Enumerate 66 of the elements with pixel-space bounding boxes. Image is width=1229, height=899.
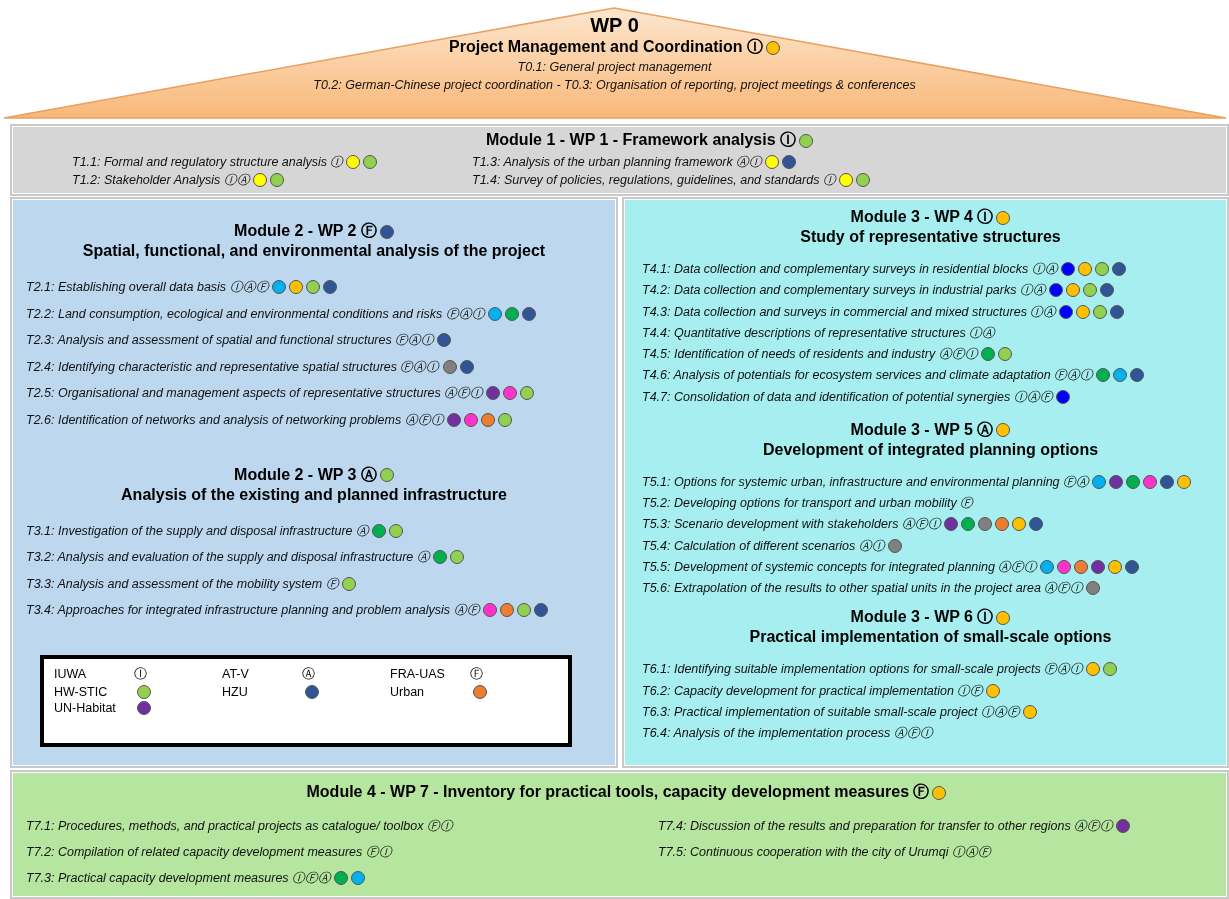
task-text: T5.2: Developing options for transport and urban mobility Ⓕ — [642, 495, 974, 513]
task-text: T5.3: Scenario development with stakeholders ⒶⒻⒾ — [642, 516, 941, 534]
task-text: T1.2: Stakeholder Analysis ⒾⒶ — [72, 172, 250, 189]
task-text: T3.3: Analysis and assessment of the mobility system Ⓕ — [26, 575, 339, 593]
module-title: Module 3 - WP 6 Ⓘ — [850, 607, 994, 628]
legend-label: Urban — [390, 685, 426, 699]
task-text: T2.1: Establishing overall data basis ⒾⒶⒻ — [26, 279, 269, 296]
task-text: T4.5: Identification of needs of residents and industry ⒶⒻⒾ — [642, 346, 978, 364]
task-text: T6.2: Capacity development for practical implementation ⒾⒻ — [642, 682, 984, 700]
task-text: T5.4: Calculation of different scenarios ⒶⒾ — [642, 537, 885, 555]
legend-label: HW-STIC — [54, 685, 109, 699]
task-text: T3.1: Investigation of the supply and disposal infrastructure Ⓐ — [26, 522, 370, 540]
module-panel — [10, 124, 1229, 196]
legend-label: IUWA — [54, 667, 88, 681]
legend-label: AT-V — [222, 667, 250, 681]
task-text: T1.3: Analysis of the urban planning framework ⒶⒾ — [472, 154, 763, 171]
task-text: T6.3: Practical implementation of suitable small-scale project ⒾⒶⒻ — [642, 703, 1021, 721]
partner-letter: Ⓕ — [470, 665, 483, 683]
task-text: T7.2: Compilation of related capacity development measures ⒻⒾ — [26, 844, 392, 861]
task-text: T2.5: Organisational and management aspects of representative structures ⒶⒻⒾ — [26, 385, 484, 402]
module-title: Module 4 - WP 7 - Inventory for practical tools, capacity development measures Ⓕ — [306, 782, 930, 802]
module-title: Module 1 - WP 1 - Framework analysis Ⓘ — [486, 130, 796, 150]
task-text: T3.2: Analysis and evaluation of the supply and disposal infrastructure Ⓐ — [26, 549, 430, 566]
module-panel — [622, 197, 1229, 768]
module-title: Module 3 - WP 4 Ⓘ — [850, 207, 994, 227]
module-title: Module 2 - WP 3 Ⓐ — [234, 464, 377, 485]
module-title: Module 3 - WP 5 Ⓐ — [850, 419, 994, 440]
legend-label: FRA-UAS — [390, 667, 446, 681]
legend-label: UN-Habitat — [54, 701, 117, 715]
task-text: T6.1: Identifying suitable implementation options for small-scale projects ⒻⒶⒾ — [642, 661, 1084, 679]
task-text: T1.4: Survey of policies, regulations, guidelines, and standards Ⓘ — [472, 172, 836, 189]
task-text: T7.5: Continuous cooperation with the city of Urumqi ⒾⒶⒻ — [658, 844, 991, 861]
module-panel — [10, 197, 618, 768]
task-text: T4.4: Quantitative descriptions of representative structures ⒾⒶ — [642, 324, 996, 342]
task-text: T2.2: Land consumption, ecological and environmental conditions and risks ⒻⒶⒾ — [26, 305, 485, 323]
task-text: T7.1: Procedures, methods, and practical projects as catalogue/ toolbox ⒻⒾ — [26, 818, 453, 835]
module-title: Study of representative structures — [800, 228, 1061, 246]
work-package-title: WP 0 — [590, 14, 639, 37]
task-text: T4.2: Data collection and complementary surveys in industrial parks ⒾⒶ — [642, 282, 1046, 300]
task-text: T5.6: Extrapolation of the results to other spatial units in the project area ⒶⒻⒾ — [642, 580, 1084, 598]
module-title: Analysis of the existing and planned infrastructure — [121, 485, 507, 504]
task-text: T4.7: Consolidation of data and identification of potential synergies ⒾⒶⒻ — [642, 388, 1053, 406]
module-title: Project Management and Coordination Ⓘ — [449, 37, 763, 57]
task-text: T4.6: Analysis of potentials for ecosystem services and climate adaptation ⒻⒶⒾ — [642, 367, 1094, 385]
task-text: T6.4: Analysis of the implementation process ⒶⒻⒾ — [642, 725, 933, 743]
module-panel — [10, 770, 1229, 899]
partner-letter: Ⓘ — [134, 665, 147, 683]
task-text: T7.3: Practical capacity development measures ⒾⒻⒶ — [26, 870, 332, 887]
task-text: T2.3: Analysis and assessment of spatial and functional structures ⒻⒶⒾ — [26, 332, 435, 349]
task-text: T1.1: Formal and regulatory structure analysis Ⓘ — [72, 154, 344, 171]
task-text: T4.1: Data collection and complementary surveys in residential blocks ⒾⒶ — [642, 261, 1058, 278]
module-title: Module 2 - WP 2 Ⓕ — [234, 221, 377, 241]
task-text: T2.6: Identification of networks and analysis of networking problems ⒶⒻⒾ — [26, 411, 444, 429]
task-text: T5.5: Development of systemic concepts for integrated planning ⒶⒻⒾ — [642, 558, 1038, 576]
module-title: Practical implementation of small-scale options — [749, 628, 1112, 647]
task-text: T2.4: Identifying characteristic and representative spatial structures ⒻⒶⒾ — [26, 358, 440, 376]
task-text: T0.2: German-Chinese project coordination - T0.3: Organisation of reporting, project meetings & conferences — [313, 77, 916, 94]
module-title: Spatial, functional, and environmental analysis of the project — [82, 242, 546, 260]
task-text: T4.3: Data collection and surveys in commercial and mixed structures ⒾⒶ — [642, 303, 1057, 321]
partner-letter: Ⓐ — [302, 665, 315, 683]
task-text: T5.1: Options for systemic urban, infrastructure and environmental planning ⒻⒶ — [642, 473, 1090, 491]
module-title: Development of integrated planning options — [762, 440, 1099, 459]
task-text: T0.1: General project management — [517, 59, 712, 76]
task-text: T7.4: Discussion of the results and preparation for transfer to other regions ⒶⒻⒾ — [658, 818, 1114, 835]
legend-label: HZU — [222, 685, 249, 699]
task-text: T3.4: Approaches for integrated infrastructure planning and problem analysis ⒶⒻ — [26, 602, 480, 619]
